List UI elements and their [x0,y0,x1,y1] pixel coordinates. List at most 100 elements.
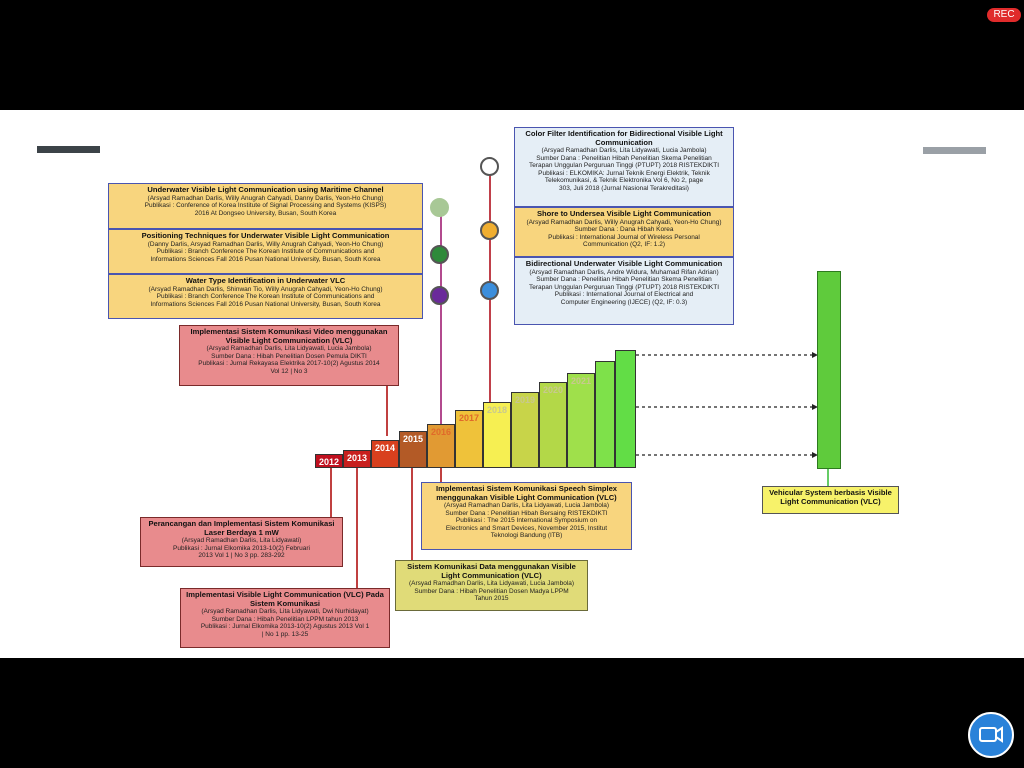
box-line: Publikasi : International Journal of Ele… [554,291,694,299]
paper-box-underwater-maritime: Underwater Visible Light Communication u… [108,183,423,229]
year-bar: 2016 [427,424,455,468]
recording-badge: REC [987,8,1021,22]
box-line: Sumber Dana : Hibah Penelitian Dosen Mad… [414,587,569,595]
box-line: (Arsyad Ramadhan Darlis, Lita Lidyawati,… [206,345,372,352]
box-line: (Arsyad Ramadhan Darlis, Lita Lidyawati,… [541,147,707,154]
decorative-bar-right [923,147,986,154]
box-line: Sumber Dana : Hibah Penelitian Dosen Pem… [211,352,367,360]
connector-line [330,468,332,518]
year-label: 2013 [346,453,368,463]
box-line: 303, Juli 2018 (Jurnal Nasional Terakred… [559,184,689,192]
paper-box-video-vlc: Implementasi Sistem Komunikasi Video men… [179,325,399,386]
box-line: Informations Sciences Fall 2016 Pusan Na… [150,255,381,263]
paper-box-bidirectional: Bidirectional Underwater Visible Light C… [514,257,734,325]
box-line: Publikasi : Jurnal Elkomika 2013-10(2) A… [200,623,370,631]
box-title: Sistem Komunikasi Data menggunakan Visib… [407,562,576,580]
year-label: 2018 [486,405,508,415]
box-line: Publikasi : ELKOMIKA: Jurnal Teknik Ener… [538,169,710,177]
paper-box-vlc-sistem: Implementasi Visible Light Communication… [180,588,390,648]
box-title: Shore to Undersea Visible Light Communic… [536,209,712,218]
year-bar: 2012 [315,454,343,468]
paper-box-positioning: Positioning Techniques for Underwater Vi… [108,229,423,274]
year-bar: 2021 [567,373,595,468]
box-line: Computer Engineering (IJECE) (Q2, IF: 0.… [560,298,688,306]
box-line: Sumber Dana : Penelitian Hibah Bersaing … [445,509,608,517]
box-title: Underwater Visible Light Communication u… [147,185,384,194]
year-label: 2014 [374,443,396,453]
box-line: (Arsyad Ramadhan Darlis, Shinwan Tio, Wi… [148,285,383,293]
paper-box-data-vlc: Sistem Komunikasi Data menggunakan Visib… [395,560,588,611]
timeline-dot [430,286,449,305]
paper-box-color-filter: Color Filter Identification for Bidirect… [514,127,734,207]
timeline-dot [480,157,499,176]
box-line: Sumber Dana : Hibah Penelitian LPPM tahu… [211,615,359,623]
box-line: Publikasi : Branch Conference The Korean… [156,248,375,256]
box-title: Bidirectional Underwater Visible Light C… [525,259,723,268]
box-line: Electronics and Smart Devices, November … [445,524,608,532]
box-line: Teknologi Bandung (ITB) [490,532,563,540]
box-title: Implementasi Sistem Komunikasi Speech Si… [435,484,618,502]
year-bar: 2014 [371,440,399,468]
paper-box-laser: Perancangan dan Implementasi Sistem Komu… [140,517,343,567]
year-label: 2016 [430,427,452,437]
box-line: 2016 At Dongseo University, Busan, South… [194,209,337,217]
box-title: Vehicular System berbasis Visible Light … [769,488,892,506]
year-label: 2020 [542,385,564,395]
connector-line [356,468,358,590]
paper-box-shore: Shore to Undersea Visible Light Communic… [514,207,734,257]
vehicular-bar [817,271,841,469]
box-line: Communication (Q2, IF: 1.2) [583,241,665,249]
box-line: Sumber Dana : Penelitian Hibah Penelitia… [536,154,712,162]
box-line: Publikasi : Jurnal Elkomika 2013-10(2) F… [173,544,310,552]
box-line: Tahun 2015 [474,595,509,603]
year-bar: 2018 [483,402,511,468]
box-line: (Arsyad Ramadhan Darlis, Lita Lidyawati) [181,537,302,544]
connector-line [827,468,829,486]
box-line: Publikasi : Conference of Korea Institut… [144,202,387,210]
box-line: Publikasi : Jurnal Rekayasa Elektrika 20… [198,360,380,368]
camera-button[interactable] [968,712,1014,758]
box-title: Water Type Identification in Underwater … [185,276,346,285]
decorative-bar-left [37,146,100,153]
box-title: Perancangan dan Implementasi Sistem Komu… [148,519,335,537]
camera-icon [979,726,1003,743]
box-line: Telekomunikasi, & Teknik Elektronika Vol… [544,177,704,185]
box-line: Publikasi : Branch Conference The Korean… [156,293,375,301]
year-bar: 2020 [539,382,567,468]
connector-line [440,468,442,490]
year-bar [595,361,615,468]
timeline-dot [480,221,499,240]
year-label: 2017 [458,413,480,423]
box-line: Terapan Unggulan Perguruan Tinggi (PTUPT… [528,162,720,170]
box-line: Sumber Dana : Dana Hibah Korea [574,226,674,234]
timeline-dot [430,245,449,264]
connector-line [411,456,413,560]
box-line: (Arsyad Ramadhan Darlis, Andre Widura, M… [529,268,719,276]
box-line: Publikasi : International Journal of Wir… [548,233,700,241]
year-label: 2021 [570,376,592,386]
box-line: Sumber Dana : Penelitian Hibah Penelitia… [536,276,712,284]
year-label: 2019 [514,395,536,405]
timeline-dot [480,281,499,300]
box-title: Implementasi Visible Light Communication… [186,590,384,608]
year-label: 2015 [402,434,424,444]
box-line: (Arsyad Ramadhan Darlis, Lita Lidyawati,… [408,580,575,587]
box-line: (Arsyad Ramadhan Darlis, Willy Anugrah C… [526,218,722,226]
year-bar: 2013 [343,450,371,468]
box-line: Informations Sciences Fall 2016 Pusan Na… [150,300,381,308]
year-bar: 2019 [511,392,539,468]
slide-canvas: 2012 2013 2014 2015 2016 2017 2018 2019 2020 2021… [0,110,1024,658]
box-title: Positioning Techniques for Underwater Vi… [141,231,390,240]
dashed-connectors [636,352,818,458]
box-line: Terapan Unggulan Perguruan Tinggi (PTUPT… [528,283,720,291]
box-line: 2013 Vol 1 | No 3 pp. 283-292 [198,552,285,560]
connector-line [386,386,388,436]
box-line: (Danny Darlis, Arsyad Ramadhan Darlis, W… [147,240,384,248]
year-label: 2012 [318,457,340,467]
timeline-dot [430,198,449,217]
box-line: (Arsyad Ramadhan Darlis, Willy Anugrah C… [147,194,384,202]
paper-box-vehicular: Vehicular System berbasis Visible Light … [762,486,899,514]
box-line: | No 1 pp. 13-25 [261,630,309,638]
paper-box-speech: Implementasi Sistem Komunikasi Speech Si… [421,482,632,550]
box-title: Implementasi Sistem Komunikasi Video men… [190,327,388,345]
